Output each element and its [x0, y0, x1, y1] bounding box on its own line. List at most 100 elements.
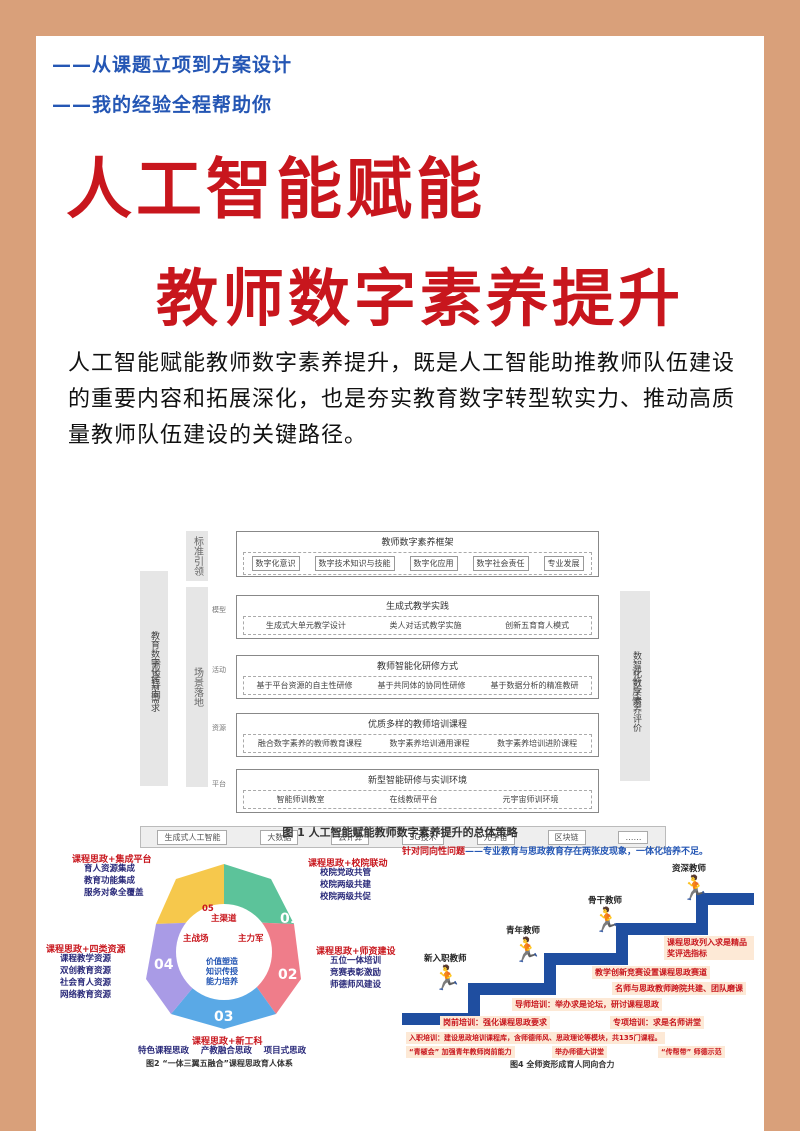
bar-2: 名师与思政教师跨院共建、团队磨课 [612, 982, 746, 995]
label-model: 模型 [212, 606, 226, 614]
tier-environment: 新型智能研修与实训环境 智能师训教室 在线教研平台 元宇宙师训环境 [236, 769, 599, 813]
demand-box: 需求导向 [140, 571, 168, 786]
tier-item: 类人对话式教学实施 [389, 621, 462, 630]
tier-item: 数字素养培训通用课程 [389, 739, 470, 748]
tier-framework: 教师数字素养框架 数字化意识 数字技术知识与技能 数字化应用 数字社会责任 专业… [236, 531, 599, 577]
tier-item: 基于共同体的协同性研修 [377, 681, 466, 690]
tier-item: 数字化意识 [251, 556, 300, 571]
list-l4-1: 双创教育资源 [60, 966, 112, 976]
standard-box: 标准引领 [186, 531, 208, 581]
tier-item: 创新五育育人模式 [505, 621, 570, 630]
evaluation-sub: 数智化数字素养评价 [631, 651, 641, 732]
label-platform: 平台 [212, 780, 226, 788]
main-title: 人工智能赋能 [66, 150, 486, 228]
bar-9: “传帮带” 师德示范 [658, 1046, 725, 1058]
center-circle [176, 904, 272, 1000]
bar-4: 岗前培训：强化课程思政要求 [440, 1016, 550, 1029]
intro-paragraph: 人工智能赋能教师数字素养提升，既是人工智能助推教师队伍建设的重要内容和拓展深化，… [68, 351, 736, 448]
seg-05: 05 [202, 904, 214, 914]
centre-sub-2: 知识传授 [206, 967, 238, 976]
poster-sheet: ——从课题立项到方案设计 ——我的经验全程帮助你 人工智能赋能 教师数字素养提升… [36, 36, 764, 1131]
tech-item: 云计算 [331, 829, 370, 845]
stairs-line [402, 893, 754, 1025]
stage-new: 新入职教师 [424, 954, 467, 964]
list-l2-0: 校院党政共管 [320, 868, 372, 878]
stage-senior: 资深教师 [672, 864, 707, 874]
tier-item: 智能师训教室 [276, 795, 325, 804]
tier-title: 新型智能研修与实训环境 [367, 776, 467, 786]
centre-right: 主力军 [238, 934, 264, 944]
tier-item: 元宇宙师训环境 [502, 795, 559, 804]
bar-3: 导师培训：举办求是论坛，研讨课程思政 [512, 998, 662, 1011]
tier-title: 教师智能化研修方式 [376, 662, 458, 672]
tagline-1: ——从课题立项到方案设计 [52, 54, 293, 76]
list-l2-1: 校院两级共建 [320, 880, 372, 890]
list-l4-0: 课程教学资源 [60, 954, 112, 964]
list-l4-2: 社会育人资源 [60, 978, 112, 988]
bar-5: 专项培训：求是名师讲堂 [610, 1016, 704, 1029]
list-l1-2: 服务对象全覆盖 [84, 888, 144, 898]
tier-item: 数字社会责任 [472, 556, 529, 571]
bar-8: 举办师德大讲堂 [552, 1046, 607, 1058]
header-text: ——专业教育与思政教育存在两张皮现象，一体化培养不足。 [465, 847, 709, 857]
list-l3-0: 五位一体培训 [330, 956, 382, 966]
sub-title: 教师数字素养提升 [156, 262, 685, 335]
tier-title: 教师数字素养框架 [381, 538, 454, 548]
runner-icon: 🏃 [432, 964, 462, 992]
tier-item: 基于平台资源的自主性研修 [256, 681, 353, 690]
figure-2-pentagon: 05 01 02 03 04 主渠道 主战场 主力军 价值塑造 知识传授 能力培… [46, 844, 401, 1069]
tier-item: 数字技术知识与技能 [314, 556, 395, 571]
figure-2-caption: 图2 “一体三翼五融合”课程思政育人体系 [146, 1059, 293, 1068]
tech-item: 生成式人工智能 [157, 829, 228, 845]
demand-sub: 教育数字化转型需求 [149, 631, 159, 712]
stage-young: 青年教师 [506, 926, 541, 936]
centre-main: 主渠道 [211, 914, 237, 924]
label-t4: 课程思政+四类资源 [46, 945, 126, 955]
seg-01: 01 [280, 911, 300, 927]
label-activity: 活动 [212, 666, 226, 674]
list-l1-0: 育人资源集成 [84, 864, 136, 874]
tech-item: 区块链 [547, 829, 586, 845]
pentagon-svg [146, 864, 301, 1029]
list-l2-2: 校院两级共促 [320, 892, 372, 902]
tech-item: …… [618, 830, 649, 844]
list-l3-1: 竞赛表彰激励 [330, 968, 382, 978]
evaluation-label: 评价反馈 [629, 666, 641, 706]
tier-item: 在线教研平台 [389, 795, 438, 804]
tech-item: 5G技术 [402, 829, 444, 845]
tier-item: 专业发展 [543, 556, 584, 571]
tier-title: 优质多样的教师培训课程 [367, 720, 467, 730]
label-t2: 课程思政+校院联动 [308, 859, 388, 869]
seg-02: 02 [278, 967, 298, 983]
tier-item: 融合数字素养的教师教育课程 [257, 739, 362, 748]
figure-4-staircase: 针对同向性问题——专业教育与思政教育存在两张皮现象，一体化培养不足。 🏃 🏃 🏃… [402, 844, 754, 1069]
tech-item: 大数据 [260, 829, 299, 845]
figure-4-caption: 图4 全师资形成育人同向合力 [510, 1060, 615, 1069]
seg-04: 04 [154, 957, 174, 973]
tier-item: 基于数据分析的精准教研 [490, 681, 579, 690]
list-l4-3: 网络教育资源 [60, 990, 112, 1000]
tier-practice: 生成式教学实践 生成式大单元教学设计 类人对话式教学实施 创新五育育人模式 [236, 595, 599, 639]
stage-core: 骨干教师 [588, 896, 623, 906]
list-l3-2: 师德师风建设 [330, 980, 382, 990]
header-keyword: 针对同向性问题 [402, 847, 466, 857]
centre-sub-1: 价值塑造 [206, 957, 238, 966]
runner-icon: 🏃 [512, 936, 542, 964]
figure-1-caption: 图 1 人工智能赋能教师数字素养提升的总体策略 [282, 826, 518, 839]
centre-sub-3: 能力培养 [206, 977, 238, 986]
bar-7: “青椒会” 加强青年教师岗前能力 [406, 1046, 515, 1058]
scene-box: 场景落地 [186, 587, 208, 787]
tier-title: 生成式教学实践 [385, 602, 449, 612]
evaluation-box: 评价反馈 [620, 591, 650, 781]
bar-6: 入职培训：建设思政培训课程库，含师德师风、思政理论等模块，共135门课程。 [406, 1032, 665, 1044]
seg-03: 03 [214, 1009, 234, 1025]
runner-icon: 🏃 [680, 874, 710, 902]
tier-item: 数字素养培训进阶课程 [497, 739, 578, 748]
bar-0: 课程思政列入求是精品奖评选指标 [664, 936, 754, 960]
label-resource: 资源 [212, 724, 226, 732]
scene-label: 场景落地 [191, 667, 203, 707]
tier-item: 数字化应用 [409, 556, 458, 571]
tier-research: 教师智能化研修方式 基于平台资源的自主性研修 基于共同体的协同性研修 基于数据分… [236, 655, 599, 699]
bar-1: 教学创新竞赛设置课程思政赛道 [592, 966, 710, 979]
list-l5: 特色课程思政 产教融合思政 项目式思政 [138, 1046, 307, 1056]
